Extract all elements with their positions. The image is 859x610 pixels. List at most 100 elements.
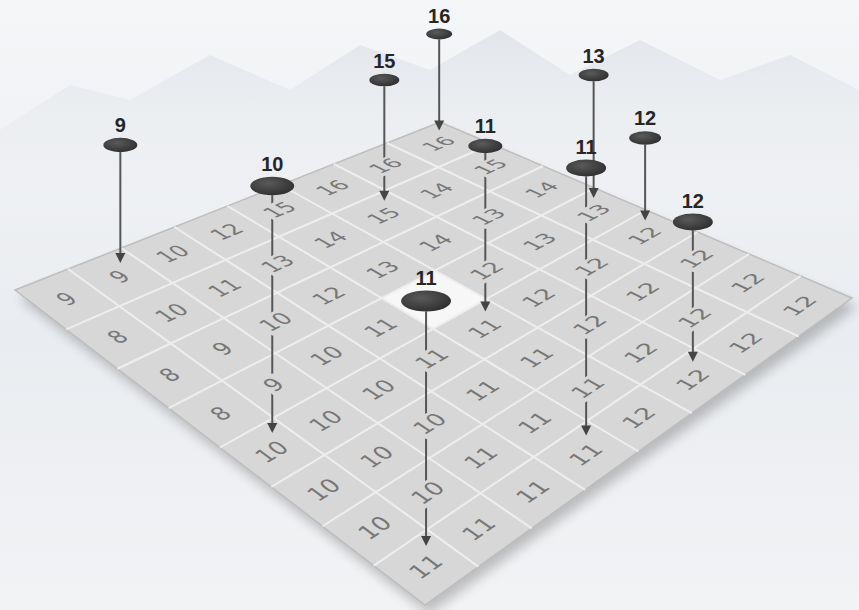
- pin-marker: [426, 29, 452, 40]
- grid-cell: 8: [117, 343, 221, 408]
- cell-value: 10: [352, 441, 401, 473]
- grid-lines: [66, 143, 800, 567]
- cell-value: 11: [508, 475, 557, 509]
- cell-value: 12: [775, 291, 824, 320]
- pin-line: [119, 152, 121, 255]
- cell-value: 12: [514, 284, 563, 311]
- cell-value: 8: [203, 401, 240, 425]
- pin-arrowhead: [115, 253, 125, 263]
- cell-value: 12: [670, 303, 719, 332]
- sample-value: 9: [115, 115, 126, 135]
- cell-value: 14: [411, 231, 460, 256]
- cell-value: 8: [100, 326, 137, 349]
- grid-cell: 12: [435, 242, 540, 298]
- cell-value: 12: [565, 311, 614, 340]
- pin-marker: [673, 214, 713, 231]
- cell-value: 14: [413, 180, 462, 203]
- cell-value: 9: [205, 338, 242, 360]
- pin-line: [644, 145, 646, 213]
- pin-arrowhead: [267, 423, 277, 433]
- grid-cell: 11: [429, 424, 534, 493]
- grid-cell: 13: [437, 191, 542, 243]
- cell-value: 14: [518, 179, 567, 202]
- grid-cell: 10: [273, 388, 378, 455]
- grid-cell: 12: [538, 295, 643, 355]
- pin-arrowhead: [421, 536, 431, 546]
- cell-value: 10: [406, 409, 455, 440]
- cell-value: 11: [457, 442, 506, 474]
- grid-cell: 8: [169, 380, 274, 447]
- cell-value: 11: [408, 345, 457, 374]
- sample-pin: [673, 214, 713, 362]
- pin-line: [438, 39, 440, 122]
- cell-value: 10: [404, 477, 453, 510]
- grid-cell: 13: [541, 187, 646, 239]
- sample-value: 12: [682, 191, 704, 211]
- grid-cell: 10: [271, 454, 376, 525]
- grid-cell: 10: [326, 358, 431, 423]
- grid-line: [220, 210, 646, 448]
- cell-value: 10: [248, 436, 297, 468]
- grid-cell: 10: [378, 391, 483, 458]
- cell-value: 15: [255, 198, 304, 222]
- pin-marker: [468, 139, 502, 153]
- cell-value: 10: [301, 406, 350, 437]
- grid-cell: 11: [480, 456, 585, 527]
- grid-cell: 15: [332, 190, 437, 242]
- pin-marker: [103, 138, 137, 152]
- sample-value: 16: [428, 6, 450, 26]
- cell-value: 10: [299, 474, 348, 507]
- pin-arrowhead: [434, 121, 444, 131]
- grid-cell: 12: [640, 348, 745, 413]
- sample-pin: [369, 74, 399, 201]
- cell-value: 9: [256, 373, 293, 396]
- pin-marker: [401, 291, 451, 312]
- cell-value: 10: [149, 242, 198, 267]
- cell-value: 10: [354, 375, 403, 405]
- cell-value: 12: [615, 402, 664, 434]
- grid-cell: 9: [15, 268, 119, 328]
- grid-cell: 11: [433, 299, 538, 359]
- grid-cell: 12: [696, 253, 801, 311]
- grid-surface: [15, 122, 852, 605]
- cell-value: 12: [202, 220, 251, 244]
- grid-line: [169, 188, 595, 408]
- sample-pin: [103, 138, 137, 263]
- pin-arrowhead: [581, 425, 591, 435]
- cell-value: 11: [564, 373, 613, 404]
- grid-cell: 13: [488, 215, 593, 269]
- grid-cell: 14: [385, 167, 490, 217]
- cell-value: 15: [466, 156, 515, 178]
- grid-cell: 12: [587, 384, 692, 451]
- cell-value: 12: [621, 224, 670, 250]
- pin-arrowhead: [640, 211, 650, 221]
- grid-cell: 10: [325, 423, 430, 492]
- cell-value: 12: [617, 338, 666, 368]
- grid-cell: 12: [747, 275, 852, 335]
- pin-line: [383, 86, 385, 192]
- grid-line: [271, 232, 697, 487]
- cell-value: 16: [308, 177, 357, 200]
- grid-cell: 15: [438, 143, 543, 190]
- grid-line: [66, 144, 491, 329]
- grid-line: [118, 166, 544, 369]
- cell-value: 13: [253, 251, 302, 277]
- grid-cell: 11: [431, 359, 536, 424]
- pin-arrowhead: [688, 352, 698, 362]
- cell-value: 9: [49, 288, 86, 310]
- cell-value: 11: [200, 275, 249, 301]
- pin-arrowhead: [480, 302, 490, 312]
- pin-arrowhead: [589, 188, 599, 198]
- cell-value: 10: [147, 299, 196, 326]
- grid-cell: 11: [534, 420, 639, 489]
- cell-value: 9: [102, 266, 139, 287]
- grid-cell: 12: [644, 231, 749, 287]
- cell-value: 12: [567, 254, 616, 281]
- cell-value: 11: [455, 512, 504, 546]
- grid-cell: 11: [374, 529, 479, 605]
- grid-cell: 11: [427, 493, 532, 566]
- cell-value: 16: [362, 155, 411, 177]
- grid-cell: 12: [589, 322, 694, 385]
- grid-cell: 11: [380, 328, 485, 391]
